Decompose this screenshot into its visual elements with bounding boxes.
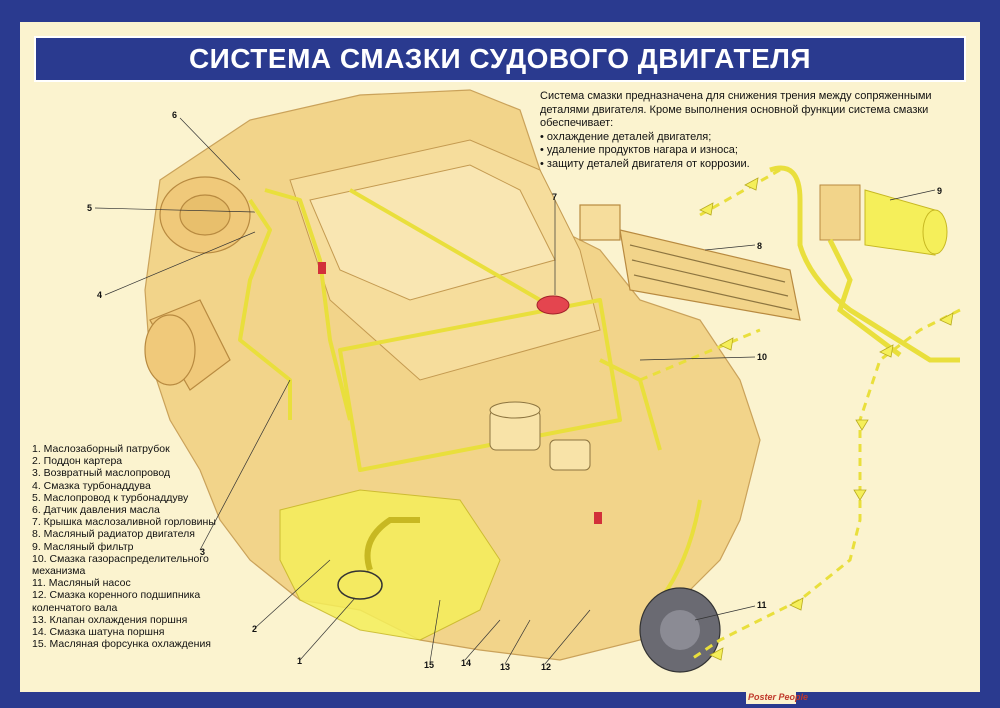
callout-2: 2 <box>252 624 258 634</box>
pistons <box>489 401 591 471</box>
description-bullet: • удаление продуктов нагара и износа; <box>540 144 738 156</box>
callout-6: 6 <box>172 110 178 120</box>
callout-11: 11 <box>757 600 767 610</box>
oil-pan <box>279 489 501 641</box>
turbocharger <box>144 176 251 391</box>
description-block: Система смазки предназначена для снижени… <box>540 90 980 171</box>
leader-lines <box>94 117 936 665</box>
brand-name: Poster People <box>748 692 809 702</box>
callout-1: 1 <box>297 656 303 666</box>
description-bullet: • защиту деталей двигателя от коррозии. <box>540 157 750 170</box>
callout-12: 12 <box>541 662 552 672</box>
callout-5: 5 <box>87 203 93 213</box>
oil-flow-path <box>639 168 961 662</box>
callout-10: 10 <box>757 352 768 362</box>
callout-15: 15 <box>424 660 435 670</box>
legend-item: 4. Смазка турбонаддува <box>32 479 151 492</box>
external-oil-pipes <box>769 165 960 363</box>
legend-item: 5. Маслопровод к турбонаддуву <box>32 491 189 504</box>
callout-3: 3 <box>200 547 206 557</box>
description-bullet: • охлаждение деталей двигателя; <box>540 130 712 143</box>
legend-item: 1. Маслозаборный патрубок <box>32 443 170 455</box>
parts-legend: 1. Маслозаборный патрубок 2. Поддон карт… <box>32 443 242 650</box>
legend-item: 7. Крышка маслозаливной горловины <box>32 516 216 529</box>
oil-pump <box>639 587 721 673</box>
legend-item: 12. Смазка коренного подшипника коленчат… <box>32 589 201 614</box>
brand-logo <box>746 692 796 704</box>
legend-item: 11. Масляный насос <box>32 577 131 590</box>
legend-item: 2. Поддон картера <box>32 455 123 468</box>
legend-item: 14. Смазка шатуна поршня <box>32 626 165 639</box>
callout-8: 8 <box>757 241 763 251</box>
flow-arrows <box>699 177 954 661</box>
callout-4: 4 <box>97 290 103 300</box>
pressure-sensor-markers <box>318 262 602 524</box>
callout-13: 13 <box>500 662 511 672</box>
callout-9: 9 <box>937 186 943 196</box>
oil-radiator <box>579 204 801 321</box>
legend-item: 6. Датчик давления масла <box>32 504 160 517</box>
legend-item: 15. Масляная форсунка охлаждения <box>32 638 211 651</box>
legend-item: 8. Масляный радиатор двигателя <box>32 528 195 541</box>
legend-item: 3. Возвратный маслопровод <box>32 467 171 480</box>
title-bar: СИСТЕМА СМАЗКИ СУДОВОГО ДВИГАТЕЛЯ <box>34 36 966 82</box>
legend-item: 13. Клапан охлаждения поршня <box>32 613 188 626</box>
description-intro: Система смазки предназначена для снижени… <box>540 90 932 129</box>
oil-filler-cap <box>536 295 570 315</box>
page-title: СИСТЕМА СМАЗКИ СУДОВОГО ДВИГАТЕЛЯ <box>188 43 812 74</box>
callout-7: 7 <box>552 192 558 202</box>
oil-filter <box>819 184 948 256</box>
oil-lines <box>238 188 702 602</box>
legend-item: 9. Масляный фильтр <box>32 540 134 553</box>
callout-14: 14 <box>461 658 472 668</box>
legend-item: 10. Смазка газораспределительного механи… <box>32 552 209 578</box>
